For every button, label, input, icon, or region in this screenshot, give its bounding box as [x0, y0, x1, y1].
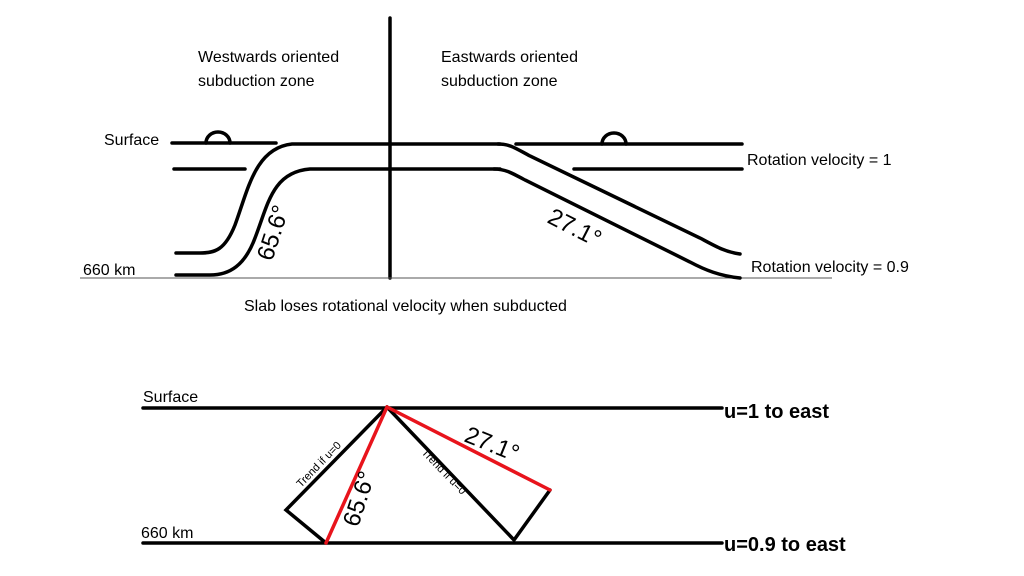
west-slab-top [174, 142, 502, 255]
west-trend-label: Trend if u=0 [295, 440, 344, 490]
volcano-icon [204, 130, 232, 145]
east-slab-top [496, 142, 742, 256]
volcano-icon [600, 131, 628, 146]
east-corrected-line [385, 405, 552, 492]
east-title-line2: subduction zone [441, 73, 558, 90]
east-slab-bottom [492, 167, 742, 280]
east-trend-line [385, 405, 552, 543]
west-trend-line [283, 405, 389, 545]
caption: Slab loses rotational velocity when subd… [244, 298, 567, 315]
west-title-line2: subduction zone [198, 73, 315, 90]
west-slab-bottom [174, 167, 502, 277]
rotation-velocity-top: Rotation velocity = 1 [747, 152, 892, 169]
east-trend-label: Trend if u=0 [419, 447, 468, 497]
u-bottom-label: u=0.9 to east [724, 534, 846, 556]
west-angle-label: 65.6° [252, 202, 295, 264]
bottom-depth-label: 660 km [141, 525, 193, 542]
west-angle-label: 65.6° [338, 468, 381, 530]
depth-label: 660 km [83, 262, 135, 279]
top-diagram: Westwards oriented subduction zone Eastw… [80, 16, 909, 315]
west-title-line1: Westwards oriented [198, 49, 339, 66]
bottom-diagram: Surface 660 km u=1 to east u=0.9 to east… [141, 389, 846, 556]
west-corrected-line [324, 405, 389, 545]
east-angle-label: 27.1° [543, 203, 605, 253]
east-title-line1: Eastwards oriented [441, 49, 578, 66]
bottom-surface-label: Surface [143, 389, 198, 406]
surface-label: Surface [104, 132, 159, 149]
u-top-label: u=1 to east [724, 401, 829, 423]
rotation-velocity-bottom: Rotation velocity = 0.9 [751, 259, 909, 276]
